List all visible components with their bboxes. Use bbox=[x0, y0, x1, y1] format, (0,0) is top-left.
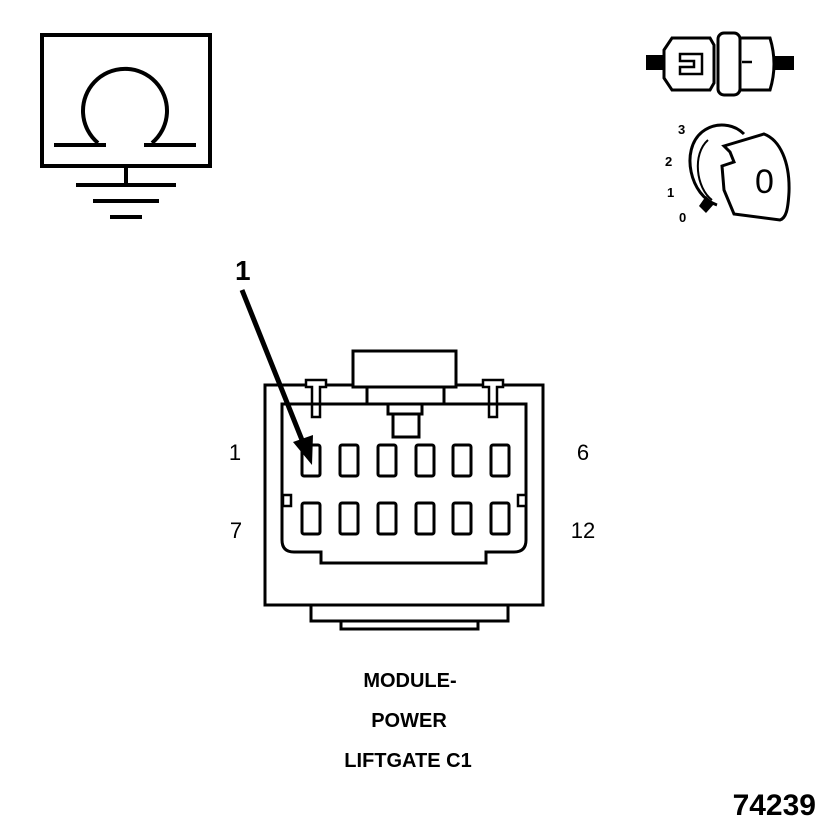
ignition-position-0: 0 bbox=[679, 210, 686, 225]
ignition-key-off-icon: 3 2 1 0 0 bbox=[665, 122, 791, 225]
pin-cavity-1 bbox=[300, 443, 322, 478]
pin-cavity-11 bbox=[451, 501, 473, 536]
pin-label-12: 12 bbox=[571, 518, 595, 543]
pin-label-7: 7 bbox=[230, 518, 242, 543]
ignition-position-2: 2 bbox=[665, 154, 672, 169]
ohmmeter-ground-icon bbox=[40, 33, 212, 219]
pin-row-bottom bbox=[300, 501, 511, 536]
pin-cavity-6 bbox=[489, 443, 511, 478]
ignition-position-3: 3 bbox=[678, 122, 685, 137]
pin-cavity-10 bbox=[414, 501, 436, 536]
pin-cavity-7 bbox=[300, 501, 322, 536]
pin-cavity-12 bbox=[489, 501, 511, 536]
pin-cavity-8 bbox=[338, 501, 360, 536]
pin-label-6: 6 bbox=[577, 440, 589, 465]
callout-arrow bbox=[239, 289, 313, 465]
ignition-position-1: 1 bbox=[667, 185, 674, 200]
pin-label-1: 1 bbox=[229, 440, 241, 465]
caption-line-3: LIFTGATE C1 bbox=[344, 750, 471, 772]
figure-number: 74239 bbox=[733, 789, 816, 822]
pin-cavity-5 bbox=[451, 443, 473, 478]
pin-cavity-4 bbox=[414, 443, 436, 478]
caption-line-1: MODULE- bbox=[363, 670, 456, 692]
pin-cavity-9 bbox=[376, 501, 398, 536]
caption-line-2: POWER bbox=[371, 710, 447, 732]
ignition-key-label: 0 bbox=[755, 163, 774, 201]
pin-cavity-2 bbox=[338, 443, 360, 478]
pin-cavity-3 bbox=[376, 443, 398, 478]
connector-c1 bbox=[263, 349, 545, 631]
pin-row-top bbox=[300, 443, 511, 478]
callout-number: 1 bbox=[235, 255, 251, 286]
connector-disconnect-icon bbox=[646, 31, 794, 97]
